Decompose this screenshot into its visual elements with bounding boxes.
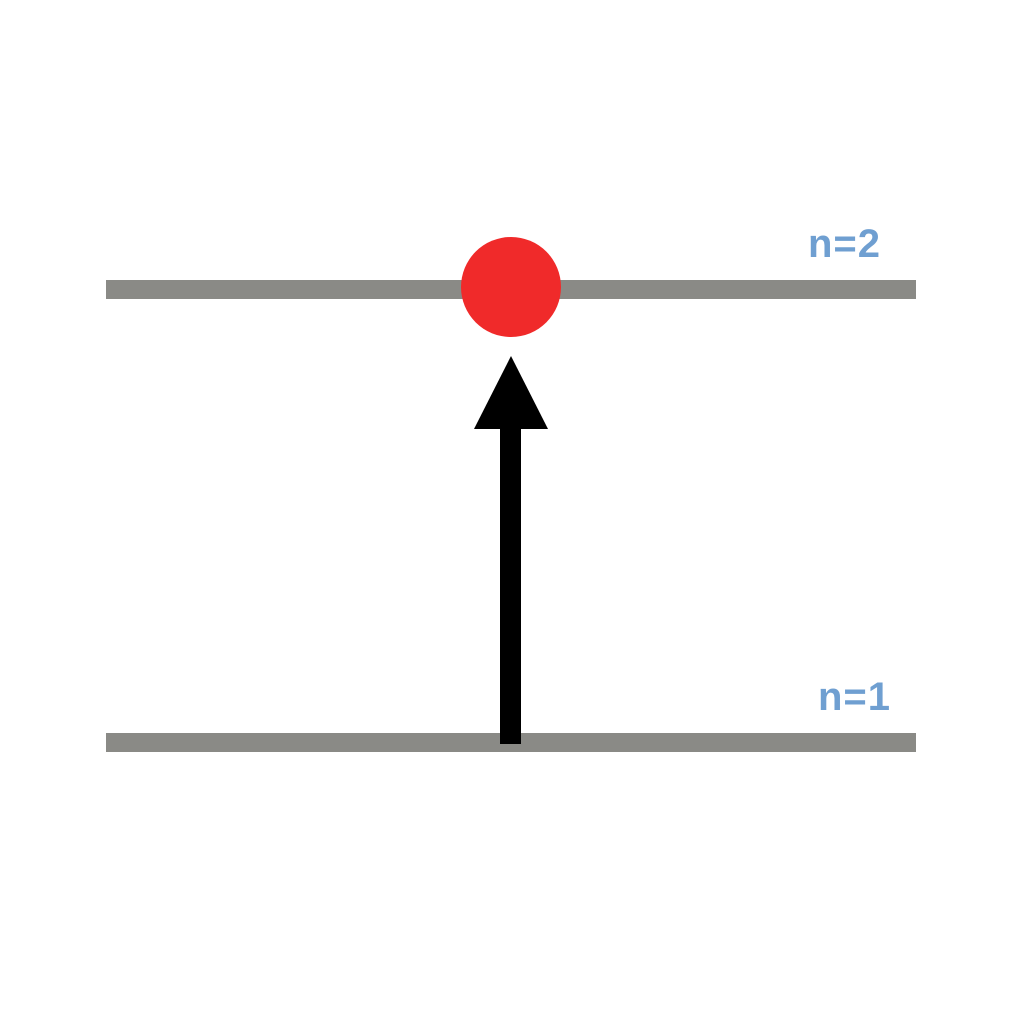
energy-level-n2-label: n=2 xyxy=(808,222,882,266)
arrow-shaft xyxy=(500,420,521,744)
electron-dot-icon xyxy=(461,237,561,337)
energy-level-n1-label: n=1 xyxy=(818,675,892,719)
arrow-up-icon xyxy=(474,356,548,429)
